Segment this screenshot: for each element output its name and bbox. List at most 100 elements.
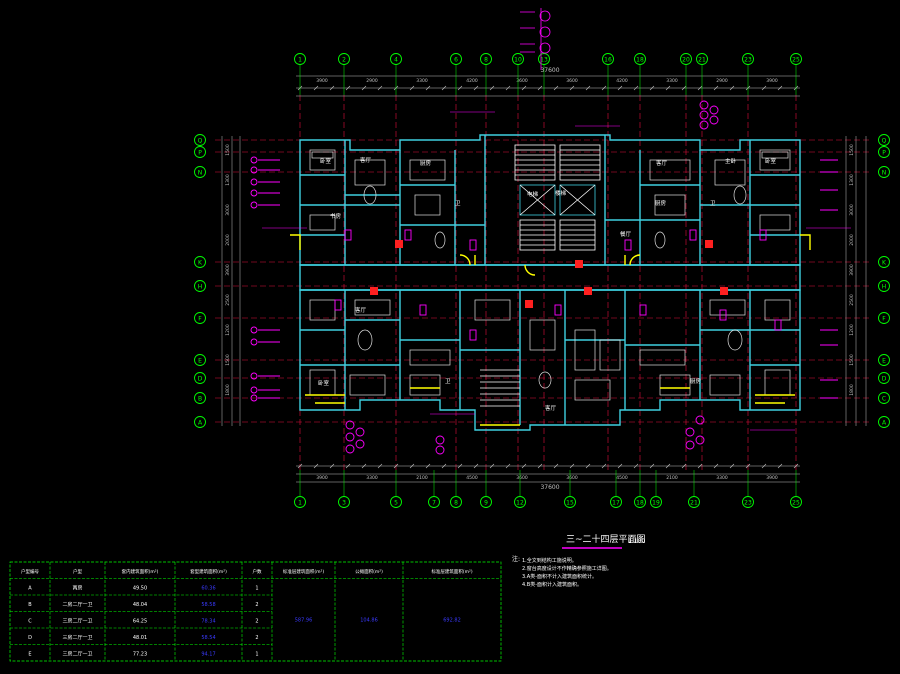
dim-tick	[297, 463, 303, 469]
dim-tick	[585, 85, 591, 91]
annotation-box	[774, 319, 782, 331]
dim-tick	[489, 85, 495, 91]
table-cell: 77.23	[133, 652, 147, 658]
dim-tick	[505, 85, 511, 91]
note-line: 4.B类-面积计入建筑面积。	[522, 581, 582, 588]
dim-text-bottom: 2100	[416, 475, 428, 481]
axis-bubble-left	[194, 372, 206, 384]
dim-tick	[345, 85, 351, 91]
dim-text-top: 3900	[316, 78, 328, 84]
dim-text-left: 1500	[225, 144, 231, 156]
note-line: 1.全文到结构工施说明。	[522, 557, 577, 564]
overall-dimension-top: 37600	[540, 67, 559, 74]
axis-label-left: F	[198, 316, 202, 323]
axis-bubble-right	[878, 166, 890, 178]
table-header-cell: 标准层建筑面积(m²)	[283, 568, 324, 575]
table-cell: 三房二厅一卫	[62, 651, 92, 658]
axis-label-bottom: 18	[636, 500, 644, 507]
dim-text-top: 3900	[766, 78, 778, 84]
annotation-box	[334, 299, 342, 311]
dim-text-right: 3900	[849, 264, 855, 276]
dim-tick	[569, 463, 575, 469]
dim-text-bottom: 3900	[316, 475, 328, 481]
axis-label-left: Q	[198, 138, 203, 145]
dim-tick	[393, 463, 399, 469]
axis-label-top: 6	[454, 57, 458, 64]
dim-text-bottom: 3600	[516, 475, 528, 481]
dim-tick	[649, 85, 655, 91]
room-label: 厨房	[420, 159, 432, 167]
dim-tick	[697, 85, 703, 91]
room-label: 卧室	[765, 157, 777, 165]
axis-label-bottom: 19	[652, 500, 660, 507]
table-cell: E	[28, 652, 31, 658]
note-line: 3.A类-面积不计入建筑面积统计。	[522, 573, 597, 580]
annotation-tag	[355, 427, 365, 437]
table-cell: 48.04	[133, 602, 147, 608]
annotation-tag	[345, 444, 355, 454]
dim-text-top: 4200	[466, 78, 478, 84]
dim-tick	[681, 463, 687, 469]
dim-text-left: 2000	[225, 234, 231, 246]
annotation-box	[639, 304, 647, 316]
axis-label-top: 8	[484, 57, 488, 64]
dim-tick	[457, 463, 463, 469]
room-label: 客厅	[355, 306, 367, 314]
axis-label-right: H	[882, 284, 887, 291]
table-cell: 58.54	[201, 635, 215, 641]
dim-text-bottom: 3600	[566, 475, 578, 481]
room-label: 客厅	[360, 156, 372, 164]
annotation-box	[419, 304, 427, 316]
axis-label-left: P	[198, 150, 202, 157]
annotation-box	[404, 229, 412, 241]
dim-tick	[601, 463, 607, 469]
table-cell: 三房二厅一卫	[62, 618, 92, 625]
dim-tick	[665, 463, 671, 469]
annotation-tag	[250, 338, 258, 346]
dim-text-right: 1200	[849, 324, 855, 336]
annotation-tag	[345, 420, 355, 430]
stair-elevator-core	[480, 144, 601, 407]
dim-text-bottom: 4500	[466, 475, 478, 481]
annotation-tag	[695, 435, 705, 445]
axis-bubble-left	[194, 256, 206, 268]
note-line: 2.窗台高度设计不作精确参照施工详图。	[522, 565, 612, 572]
room-label: 餐厅	[620, 230, 632, 238]
dim-text-left: 2500	[225, 294, 231, 306]
table-cell: 1	[255, 586, 258, 592]
table-header-cell: 户数	[253, 568, 262, 575]
dim-tick	[441, 85, 447, 91]
north-tags	[520, 8, 551, 70]
axis-bubble-right	[878, 134, 890, 146]
axis-label-bottom: 21	[690, 500, 698, 507]
table-cell: 二房二厅一卫	[62, 601, 92, 608]
dim-text-top: 3300	[666, 78, 678, 84]
dim-text-right: 2500	[849, 294, 855, 306]
room-label: 卫	[445, 378, 451, 385]
dim-text-top: 3600	[566, 78, 578, 84]
drawing-scale: 1:100	[628, 538, 645, 545]
dim-text-top: 3600	[516, 78, 528, 84]
room-label: 客厅	[545, 404, 557, 412]
dim-tick	[553, 85, 559, 91]
axis-bubble-left	[194, 166, 206, 178]
dim-text-left: 1300	[225, 174, 231, 186]
dim-tick	[313, 463, 319, 469]
axis-label-bottom: 8	[454, 500, 458, 507]
axis-bubble-right	[878, 146, 890, 158]
table-cell: 60.36	[201, 586, 215, 592]
table-header-cell: 户型	[73, 568, 82, 575]
table-header-cell: 户型编号	[21, 568, 39, 575]
axis-label-left: K	[198, 260, 203, 267]
annotation-tag	[250, 156, 258, 164]
axis-label-bottom: 15	[566, 500, 574, 507]
axis-label-right: K	[882, 260, 887, 267]
table-cell: B	[28, 602, 32, 608]
dim-tick	[649, 463, 655, 469]
annotation-tag	[250, 189, 258, 197]
axis-label-right: Q	[882, 138, 887, 145]
axis-label-bottom: 3	[342, 500, 346, 507]
axis-label-right: D	[882, 376, 887, 383]
annotation-tag	[250, 201, 258, 209]
dim-tick	[553, 463, 559, 469]
